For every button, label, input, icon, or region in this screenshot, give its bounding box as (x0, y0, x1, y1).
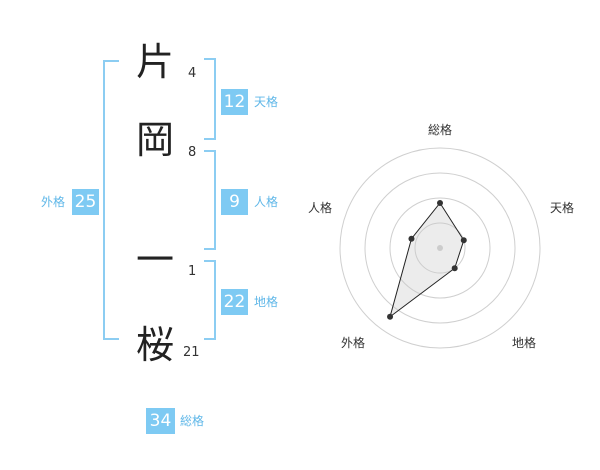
radar-label-jinkaku: 人格 (308, 200, 332, 215)
radar-ring-4 (339, 147, 541, 349)
stroke-count-3: 1 (188, 264, 197, 279)
radar-label-soukaku: 総格 (428, 122, 452, 137)
jinkaku-value: 9 (221, 189, 248, 215)
jinkaku-label: 人格 (254, 195, 279, 209)
name-char-2: 岡 (135, 118, 174, 162)
radar-rings (339, 147, 541, 349)
tenkaku-label: 天格 (254, 95, 279, 109)
gaikaku-value: 25 (72, 189, 99, 215)
jinkaku-bracket (204, 150, 216, 250)
gaikaku-label: 外格 (41, 195, 66, 209)
chikaku-bracket (204, 260, 216, 340)
radar-point-1 (460, 237, 467, 244)
radar-ring-1 (414, 222, 466, 274)
radar-polygon (389, 202, 465, 319)
radar-label-tenkaku: 天格 (550, 200, 574, 215)
radar-label-chikaku: 地格 (512, 335, 536, 350)
gaikaku-bracket (103, 60, 119, 340)
name-char-3: 一 (135, 238, 174, 282)
tenkaku-bracket (204, 58, 216, 140)
radar-point-4 (408, 235, 415, 242)
soukaku-label: 総格 (180, 414, 205, 428)
radar-point-3 (387, 313, 394, 320)
radar-point-2 (451, 265, 458, 272)
stroke-count-2: 8 (188, 145, 197, 160)
radar-ring-3 (364, 172, 516, 324)
radar-point-0 (437, 200, 443, 206)
soukaku-value: 34 (146, 408, 175, 434)
fortune-radar-chart: 総格 天格 地格 外格 人格 (308, 122, 574, 350)
stroke-count-1: 4 (188, 66, 197, 81)
name-char-4: 桜 (135, 323, 174, 367)
tenkaku-value: 12 (221, 89, 248, 115)
radar-points (387, 200, 467, 320)
stroke-count-4: 21 (183, 345, 200, 360)
name-char-1: 片 (135, 40, 174, 84)
radar-ring-2 (389, 197, 491, 299)
chikaku-label: 地格 (254, 295, 279, 309)
chikaku-value: 22 (221, 289, 248, 315)
radar-label-gaikaku: 外格 (341, 335, 365, 350)
radar-center (437, 245, 443, 251)
